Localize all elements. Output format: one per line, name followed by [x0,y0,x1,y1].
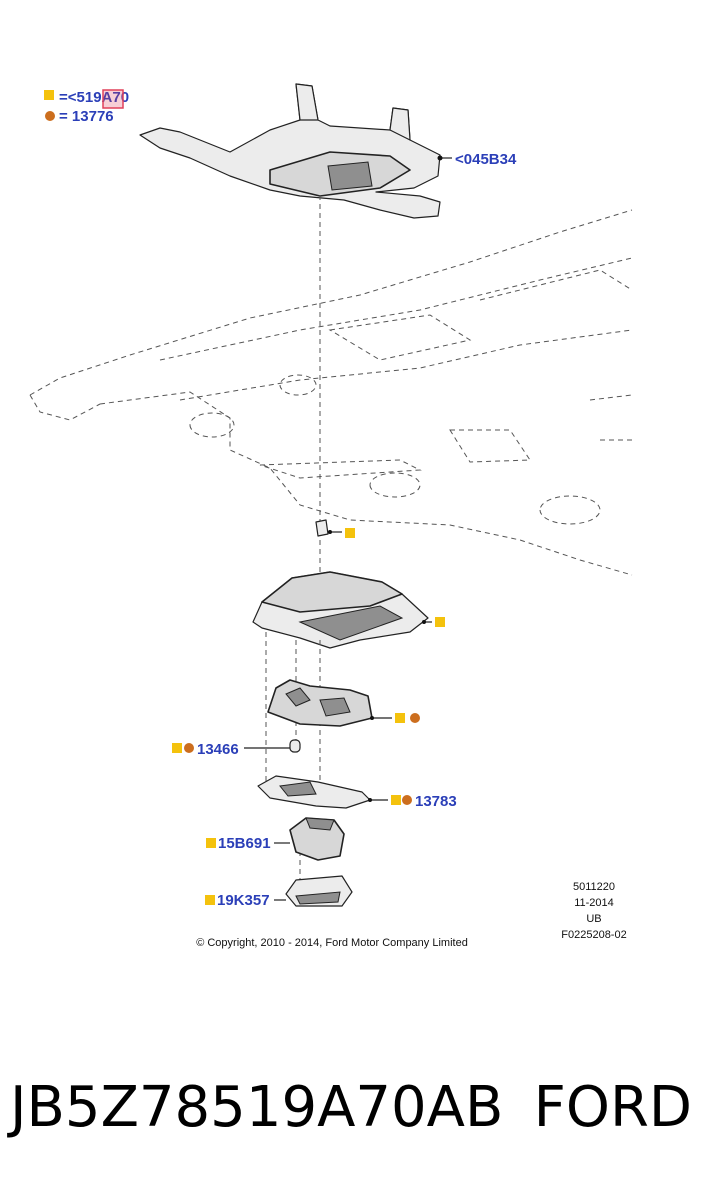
mounting-bracket: <045B34 [139,83,517,219]
callout-bracket: <045B34 [455,151,517,168]
callout-switch: 15B691 [218,835,271,852]
legend: =<519A70 = 13776 [44,89,129,125]
cover: 19K357 [205,875,353,909]
callout-cover: 19K357 [217,892,270,909]
lens: 13783 [257,775,457,810]
clip-leader-dot [328,530,332,534]
headliner-outline [29,209,633,576]
clip-square-marker [345,528,355,538]
brand-name: FORD [533,1075,692,1140]
frame-leader-dot [370,716,374,720]
meta-line-4: F0225208-02 [561,929,626,941]
switch: 15B691 [206,817,345,861]
housing-square-marker [435,617,445,627]
drawing-meta: 5011220 11-2014 UB F0225208-02 [561,881,626,941]
part-number: JB5Z78519A70AB [10,1075,504,1140]
exploded-parts-diagram: =<519A70 = 13776 <045B34 [29,83,633,949]
console-housing [252,571,445,649]
clip [315,519,355,538]
bulb-square-marker [172,743,182,753]
housing-leader-dot [422,620,426,624]
lens-circle-marker [402,795,412,805]
meta-line-1: 5011220 [573,881,615,893]
lens-square-marker [391,795,401,805]
legend-circle-marker [45,111,55,121]
callout-lens: 13783 [415,793,457,810]
bulb-circle-marker [184,743,194,753]
lamp-frame [267,679,420,727]
callout-bulb: 13466 [197,741,239,758]
meta-line-2: 11-2014 [574,897,614,909]
frame-circle-marker [410,713,420,723]
lens-leader-dot [368,798,372,802]
legend-circle-label: = 13776 [59,108,114,125]
meta-line-3: UB [586,913,601,925]
copyright-notice: © Copyright, 2010 - 2014, Ford Motor Com… [196,937,468,949]
cover-square-marker [205,895,215,905]
frame-square-marker [395,713,405,723]
bracket-leader-dot [437,155,443,161]
legend-highlight-box [102,89,124,109]
legend-square-label: =<519A70 [59,89,129,106]
switch-square-marker [206,838,216,848]
legend-square-marker [44,90,54,100]
bulb: 13466 [172,739,301,758]
